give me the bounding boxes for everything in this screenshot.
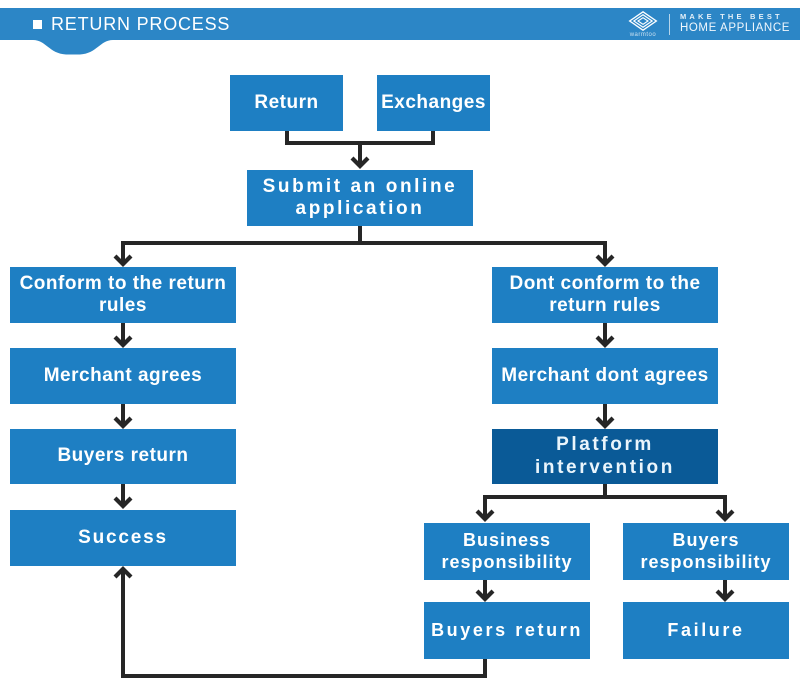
node-dont-conform-rules-label: Dont conform to the return rules — [509, 272, 701, 316]
node-success-label: Success — [78, 526, 168, 548]
node-buyers-responsibility-label: Buyers responsibility — [640, 530, 772, 572]
edge-buyers-return-loop-to-success — [113, 566, 487, 678]
node-merchant-dont-agrees-label: Merchant dont agrees — [501, 364, 709, 386]
node-submit-application-label: Submit an online application — [262, 175, 458, 219]
node-failure: Failure — [623, 602, 789, 659]
node-buyers-return-left-label: Buyers return — [57, 445, 189, 467]
header-ribbon-notch — [33, 40, 113, 55]
node-return-label: Return — [254, 91, 319, 113]
diamond-logo-icon — [628, 10, 658, 31]
node-platform-intervention-label: Platform intervention — [535, 434, 675, 478]
page-title: RETURN PROCESS — [51, 13, 231, 34]
node-buyers-return-bottom-label: Buyers return — [431, 619, 583, 640]
node-buyers-responsibility: Buyers responsibility — [623, 523, 789, 580]
brand-logo-block: warmtoo MAKE THE BEST HOME APPLIANCE — [627, 8, 790, 40]
node-success: Success — [10, 510, 236, 566]
node-merchant-agrees: Merchant agrees — [10, 348, 236, 404]
node-business-responsibility-label: Business responsibility — [441, 530, 573, 572]
node-failure-label: Failure — [667, 619, 745, 640]
node-conform-rules-label: Conform to the return rules — [19, 272, 227, 316]
brand-tagline-line2: HOME APPLIANCE — [679, 21, 790, 34]
brand-divider — [668, 13, 670, 35]
brand-logo-text: warmtoo — [629, 31, 657, 38]
brand-logo: warmtoo — [627, 10, 659, 38]
edge-return-exchanges-merge — [285, 131, 435, 145]
node-buyers-return-left: Buyers return — [10, 429, 236, 484]
node-dont-conform-rules: Dont conform to the return rules — [492, 267, 718, 323]
node-platform-intervention: Platform intervention — [492, 429, 718, 484]
brand-taglines: MAKE THE BEST HOME APPLIANCE — [679, 12, 790, 35]
node-buyers-return-bottom: Buyers return — [424, 602, 590, 659]
header-bar: RETURN PROCESS warmtoo MAKE THE BEST HOM… — [0, 8, 800, 40]
node-exchanges: Exchanges — [377, 75, 490, 131]
node-exchanges-label: Exchanges — [381, 91, 486, 113]
node-conform-rules: Conform to the return rules — [10, 267, 236, 323]
brand-tagline-line1: MAKE THE BEST — [679, 12, 783, 22]
node-return: Return — [230, 75, 343, 131]
node-business-responsibility: Business responsibility — [424, 523, 590, 580]
node-merchant-dont-agrees: Merchant dont agrees — [492, 348, 718, 404]
title-bullet-square-icon — [33, 19, 42, 29]
node-submit-application: Submit an online application — [247, 170, 473, 226]
node-merchant-agrees-label: Merchant agrees — [43, 364, 203, 386]
